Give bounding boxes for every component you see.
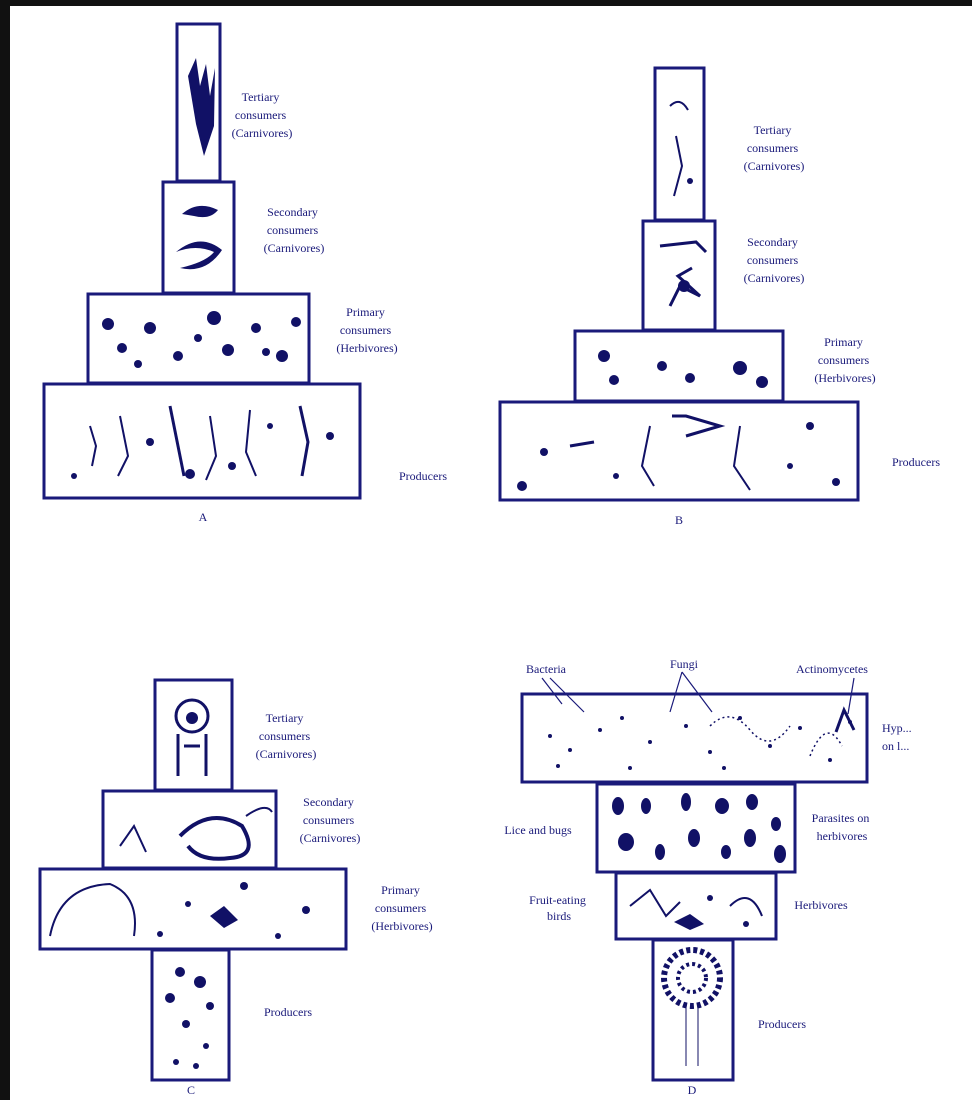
- pyramid-d-parasites-line1: Parasites on: [812, 811, 870, 825]
- pyramid-a-tertiary-line1: Tertiary: [242, 90, 280, 104]
- pyramid-a-producers-label: Producers: [399, 469, 447, 483]
- pyramid-b-primary-line2: consumers: [818, 353, 870, 367]
- pyramid-a-secondary-label: Secondary consumers (Carnivores): [264, 205, 325, 255]
- pyramid-b-secondary-line3: (Carnivores): [744, 271, 805, 285]
- pyramid-b-primary-line3: (Herbivores): [814, 371, 875, 385]
- pyramid-b-tertiary-line1: Tertiary: [754, 123, 792, 137]
- pyramid-b-tertiary-line2: consumers: [747, 141, 799, 155]
- pyramid-c-primary-box: [40, 869, 346, 949]
- pyramid-c-primary-line3: (Herbivores): [371, 919, 432, 933]
- pyramid-d-hyperparasites-line2: on l...: [882, 739, 909, 753]
- pyramid-c-secondary-line3: (Carnivores): [300, 831, 361, 845]
- pyramid-c-primary-line1: Primary: [381, 883, 420, 897]
- pyramid-d-fungi-label: Fungi: [670, 657, 699, 671]
- pyramid-b-primary-box: [575, 331, 783, 401]
- pyramid-d-fruit-birds-line1: Fruit-eating: [529, 893, 586, 907]
- pyramid-c-secondary-line2: consumers: [303, 813, 355, 827]
- pyramid-a-secondary-line3: (Carnivores): [264, 241, 325, 255]
- pyramid-d-herbivores-label: Herbivores: [794, 898, 848, 912]
- pyramid-c-caption: C: [187, 1083, 195, 1097]
- pyramid-d-hyperparasites-line1: Hyp...: [882, 721, 912, 735]
- pyramid-a-primary-line2: consumers: [340, 323, 392, 337]
- pyramid-c-primary-label: Primary consumers (Herbivores): [371, 883, 432, 933]
- pyramid-a-caption: A: [199, 510, 208, 524]
- pyramid-d-herbivores-box: [616, 873, 776, 939]
- ecological-pyramids: Tertiary consumers (Carnivores) Secondar…: [10, 6, 972, 1100]
- pyramid-c-producers-label: Producers: [264, 1005, 312, 1019]
- pyramid-a-producers-box: [44, 384, 360, 498]
- pyramid-b: Tertiary consumers (Carnivores) Secondar…: [500, 68, 940, 527]
- pyramid-d-producers-box: [653, 940, 733, 1080]
- pyramid-d-caption: D: [688, 1083, 697, 1097]
- pyramid-c-tertiary-label: Tertiary consumers (Carnivores): [256, 711, 317, 761]
- pyramid-c-primary-line2: consumers: [375, 901, 427, 915]
- pyramid-a-secondary-line1: Secondary: [267, 205, 318, 219]
- pyramid-c-secondary-label: Secondary consumers (Carnivores): [300, 795, 361, 845]
- pyramid-d-fruit-birds-line2: birds: [547, 909, 571, 923]
- pyramid-a-primary-line3: (Herbivores): [336, 341, 397, 355]
- pyramid-c-producers-box: [152, 950, 229, 1080]
- pyramid-d-fruit-birds-label: Fruit-eating birds: [529, 893, 589, 923]
- pyramid-a-tertiary-line3: (Carnivores): [232, 126, 293, 140]
- pyramid-d-parasites-label: Parasites on herbivores: [812, 811, 873, 843]
- pyramid-a-primary-line1: Primary: [346, 305, 385, 319]
- pyramid-a-secondary-box: [163, 182, 234, 293]
- pyramid-c-tertiary-line3: (Carnivores): [256, 747, 317, 761]
- pyramid-b-tertiary-line3: (Carnivores): [744, 159, 805, 173]
- pyramid-b-tertiary-label: Tertiary consumers (Carnivores): [744, 123, 805, 173]
- diagram-sheet: Tertiary consumers (Carnivores) Secondar…: [10, 6, 972, 1100]
- pyramid-b-producers-label: Producers: [892, 455, 940, 469]
- pyramid-c: Tertiary consumers (Carnivores) Secondar…: [40, 680, 433, 1097]
- pyramid-d-parasites-line2: herbivores: [817, 829, 868, 843]
- pyramid-a-primary-label: Primary consumers (Herbivores): [336, 305, 397, 355]
- pyramid-b-primary-label: Primary consumers (Herbivores): [814, 335, 875, 385]
- pyramid-d: Bacteria Fungi Actinomycetes Hyp... on l…: [504, 657, 914, 1097]
- pyramid-c-secondary-line1: Secondary: [303, 795, 354, 809]
- pyramid-d-parasites-box: [597, 784, 795, 872]
- pyramid-c-tertiary-box: [155, 680, 232, 790]
- pyramid-d-bacteria-label: Bacteria: [526, 662, 567, 676]
- pyramid-a-tertiary-line2: consumers: [235, 108, 287, 122]
- pyramid-c-tertiary-line2: consumers: [259, 729, 311, 743]
- pyramid-b-primary-line1: Primary: [824, 335, 863, 349]
- pyramid-b-secondary-label: Secondary consumers (Carnivores): [744, 235, 805, 285]
- pyramid-d-hyperparasites-box: [522, 694, 867, 782]
- pyramid-d-producers-label: Producers: [758, 1017, 806, 1031]
- pyramid-a-tertiary-label: Tertiary consumers (Carnivores): [232, 90, 293, 140]
- pyramid-d-actinomycetes-label: Actinomycetes: [796, 662, 868, 676]
- pyramid-d-lice-label: Lice and bugs: [504, 823, 572, 837]
- pyramid-d-hyperparasites-label: Hyp... on l...: [882, 721, 915, 753]
- pyramid-a-secondary-line2: consumers: [267, 223, 319, 237]
- pyramid-b-secondary-line2: consumers: [747, 253, 799, 267]
- pyramid-b-tertiary-box: [655, 68, 704, 220]
- pyramid-b-secondary-line1: Secondary: [747, 235, 798, 249]
- pyramid-b-caption: B: [675, 513, 683, 527]
- pyramid-c-tertiary-line1: Tertiary: [266, 711, 304, 725]
- pyramid-a: Tertiary consumers (Carnivores) Secondar…: [44, 24, 447, 524]
